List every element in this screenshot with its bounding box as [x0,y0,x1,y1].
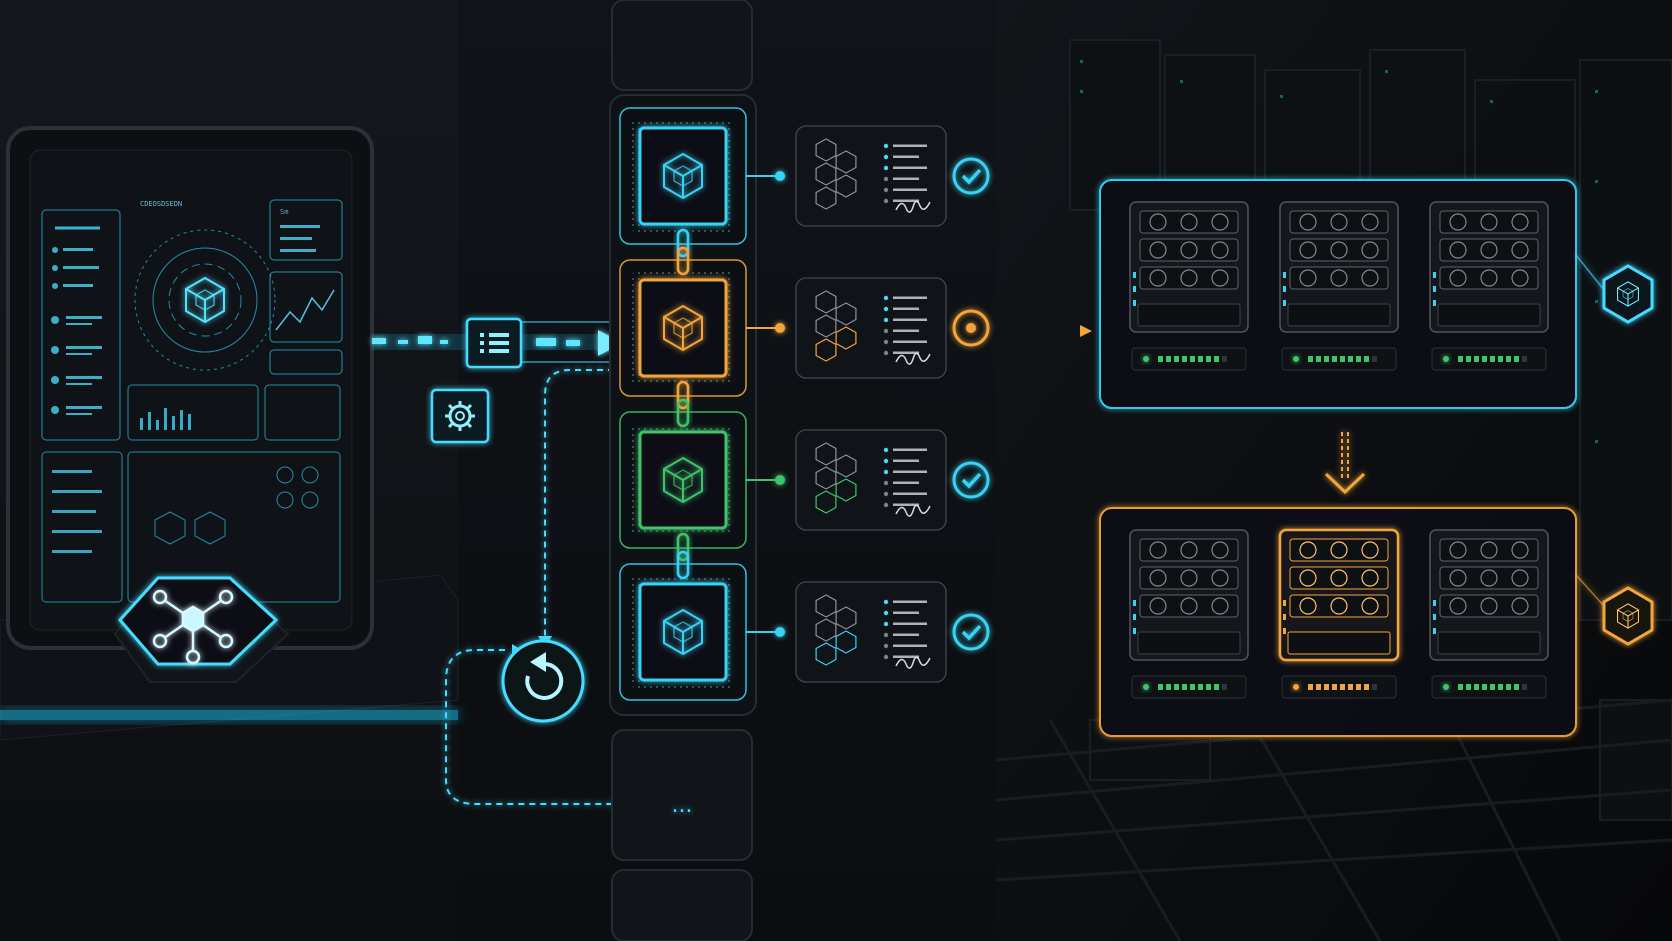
cube-stack-icon [815,290,857,362]
gear-icon[interactable] [430,388,490,444]
record-lines [883,143,927,204]
gpu-server-unit[interactable] [1279,201,1399,333]
status-led-strip [1131,675,1247,699]
signature-mark [895,352,931,365]
screen-right-column: Sm [269,199,343,375]
chain-block-2[interactable] [619,259,785,397]
dot-circle-icon [952,309,990,347]
chain-links [676,228,690,580]
chain-link-3 [676,532,690,580]
record-lines [883,447,927,508]
status-led-strip [1131,347,1247,371]
undo-icon[interactable] [501,639,585,723]
connector-dot [775,171,785,181]
screen-central-view: CDEOSDSEDN [134,200,276,371]
record-cards [795,125,990,683]
chain-link-2 [676,380,690,428]
cube-stack-icon [815,442,857,514]
gpu-server-unit[interactable] [1429,529,1549,661]
ledger-record-card[interactable] [795,429,990,531]
record-lines [883,295,927,356]
ledger-record-card[interactable] [795,125,990,227]
chain-block-4[interactable] [619,563,785,701]
status-led-strip [1281,675,1397,699]
chain-block-3[interactable] [619,411,785,549]
next-block-ellipsis: ... [672,793,693,818]
gpu-clusters [1099,179,1577,737]
gpu-cluster-1[interactable] [1099,179,1577,409]
gpu-server-unit[interactable] [1129,529,1249,661]
gpu-server-unit[interactable] [1129,201,1249,333]
chain-link-1 [676,228,690,276]
cube-stack-icon [815,594,857,666]
pending-to-cluster-arrow [996,325,1092,337]
connector-dot [775,323,785,333]
screen-sidebar [41,209,121,441]
chain-column: ... [609,0,757,941]
cube-icon-amber [1575,574,1654,646]
signature-mark [895,504,931,517]
gpu-cluster-2[interactable] [1099,507,1577,737]
connector-dot [775,475,785,485]
gpu-server-unit[interactable] [1429,201,1549,333]
check-circle-icon [952,157,990,195]
status-led-strip [1431,347,1547,371]
dashboard-monitor: CDEOSDSEDN Sm [0,126,459,741]
monitor-screen [29,149,353,631]
signature-mark [895,200,931,213]
screen-title: CDEOSDSEDN [140,200,182,208]
status-led-strip [1281,347,1397,371]
network-hub-icon [152,589,234,665]
ledger-record-card[interactable] [795,581,990,683]
cube-icon [1575,254,1654,324]
cube-stack-icon [815,138,857,210]
list-icon[interactable] [465,317,523,369]
status-led-strip [1431,675,1547,699]
check-circle-icon [952,461,990,499]
recovery-loop-path [445,369,614,805]
check-circle-icon [952,613,990,651]
gpu-server-unit[interactable] [1278,528,1400,662]
ledger-record-card[interactable] [795,277,990,379]
arrow-down-icon [1324,432,1366,495]
screen-right-title: Sm [280,208,288,216]
chain-blocks [619,107,785,701]
record-lines [883,599,927,660]
chain-block-1[interactable] [619,107,785,245]
connector-dot [775,627,785,637]
signature-mark [895,656,931,669]
